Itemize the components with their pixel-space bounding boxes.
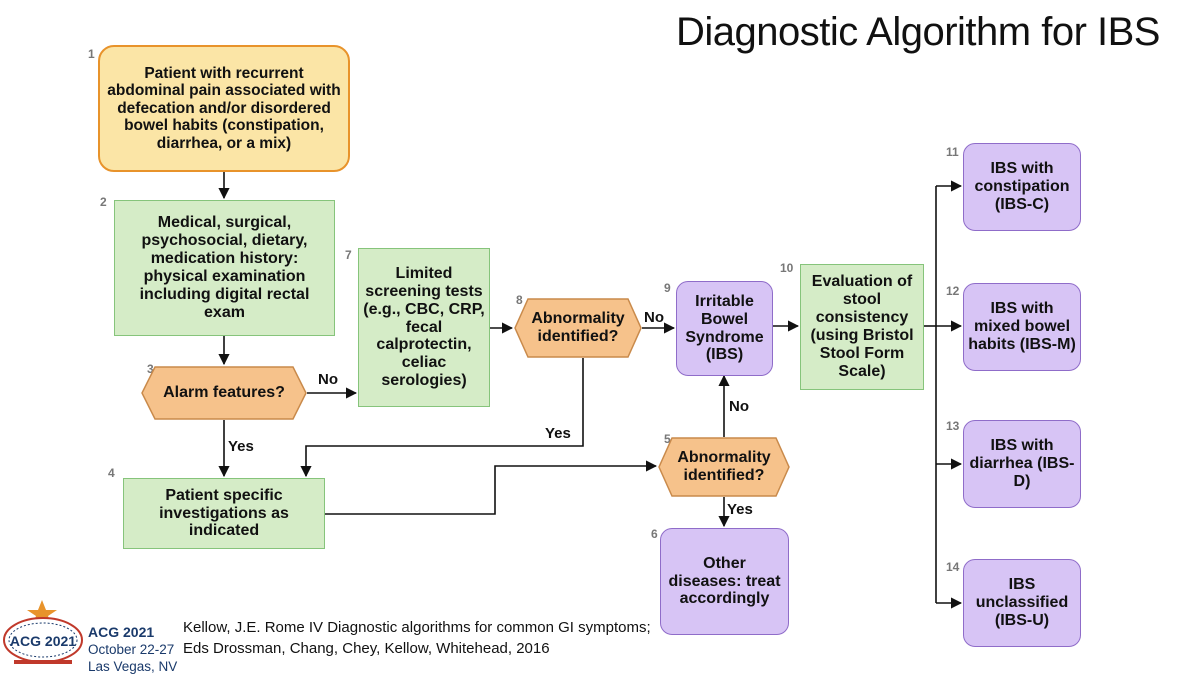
edge-8-4	[300, 358, 584, 478]
node-7-screening-tests: Limited screening tests (e.g., CBC, CRP,…	[358, 248, 490, 407]
node-2-text: Medical, surgical, psychosocial, dietary…	[139, 214, 310, 321]
step-number-11: 11	[946, 145, 959, 159]
node-1-text: Patient with recurrent abdominal pain as…	[107, 65, 341, 152]
node-6-other-diseases: Other diseases: treat accordingly	[660, 528, 789, 635]
event-location: Las Vegas, NV	[88, 659, 178, 674]
node-13-ibs-d: IBS with diarrhea (IBS-D)	[963, 420, 1081, 508]
edge-4-5	[325, 460, 658, 515]
node-14-ibs-u: IBS unclassified (IBS-U)	[963, 559, 1081, 647]
step-number-12: 12	[946, 284, 960, 298]
node-11-ibs-c: IBS with constipation (IBS-C)	[963, 143, 1081, 231]
node-9-text: Irritable Bowel Syndrome (IBS)	[685, 292, 764, 364]
edge-label-3-no: No	[318, 371, 338, 388]
svg-text:ACG 2021: ACG 2021	[10, 633, 76, 649]
decision-hexagon	[514, 298, 642, 358]
node-5-text: Abnormality identified?	[677, 449, 771, 484]
node-4-text: Patient specific investigations as indic…	[159, 486, 289, 540]
node-13-text: IBS with diarrhea (IBS-D)	[969, 437, 1075, 490]
las-vegas-sign-logo: ACG 2021	[3, 600, 83, 664]
edge-label-8-yes: Yes	[545, 425, 571, 442]
step-number-14: 14	[946, 560, 960, 574]
node-12-text: IBS with mixed bowel habits (IBS-M)	[968, 300, 1076, 353]
step-number-10: 10	[780, 261, 794, 275]
node-4-specific-investigations: Patient specific investigations as indic…	[123, 478, 325, 549]
step-number-4: 4	[108, 466, 115, 480]
citation: Kellow, J.E. Rome IV Diagnostic algorith…	[183, 619, 651, 657]
edge-label-8-no: No	[644, 309, 664, 326]
node-7-text: Limited screening tests (e.g., CBC, CRP,…	[363, 264, 485, 390]
step-number-2: 2	[100, 195, 107, 209]
step-number-6: 6	[651, 527, 658, 541]
edge-label-3-yes: Yes	[228, 438, 254, 455]
node-6-text: Other diseases: treat accordingly	[668, 554, 781, 608]
node-11-text: IBS with constipation (IBS-C)	[974, 160, 1070, 213]
acg-2021-logo: ACG 2021	[2, 598, 84, 675]
decision-hexagon	[658, 437, 790, 497]
node-3-alarm-features-decision: Alarm features?	[141, 366, 307, 420]
page-title: Diagnostic Algorithm for IBS	[676, 10, 1161, 54]
decision-hexagon	[141, 366, 307, 420]
step-number-3: 3	[147, 362, 154, 376]
node-5-abnormality-decision: Abnormality identified?	[658, 437, 790, 497]
event-info: ACG 2021 October 22-27 Las Vegas, NV	[88, 624, 177, 675]
step-number-1: 1	[88, 47, 95, 61]
node-9-ibs: Irritable Bowel Syndrome (IBS)	[676, 281, 773, 376]
node-8-text: Abnormality identified?	[531, 310, 625, 345]
edge-label-5-no: No	[729, 398, 749, 415]
step-number-8: 8	[516, 293, 523, 307]
event-dates: October 22-27	[88, 642, 175, 657]
node-10-text: Evaluation of stool consistency (using B…	[810, 273, 914, 380]
step-number-13: 13	[946, 419, 960, 433]
node-3-text: Alarm features?	[163, 384, 285, 402]
node-8-abnormality-decision: Abnormality identified?	[514, 298, 642, 358]
node-14-text: IBS unclassified (IBS-U)	[975, 576, 1069, 629]
node-10-stool-evaluation: Evaluation of stool consistency (using B…	[800, 264, 924, 390]
event-name: ACG 2021	[88, 624, 155, 640]
step-number-9: 9	[664, 281, 671, 295]
step-number-5: 5	[664, 432, 671, 446]
node-2-history-exam: Medical, surgical, psychosocial, dietary…	[114, 200, 335, 336]
node-1-presenting-symptoms: Patient with recurrent abdominal pain as…	[98, 45, 350, 172]
edge-label-5-yes: Yes	[727, 501, 753, 518]
node-12-ibs-m: IBS with mixed bowel habits (IBS-M)	[963, 283, 1081, 371]
step-number-7: 7	[345, 248, 352, 262]
